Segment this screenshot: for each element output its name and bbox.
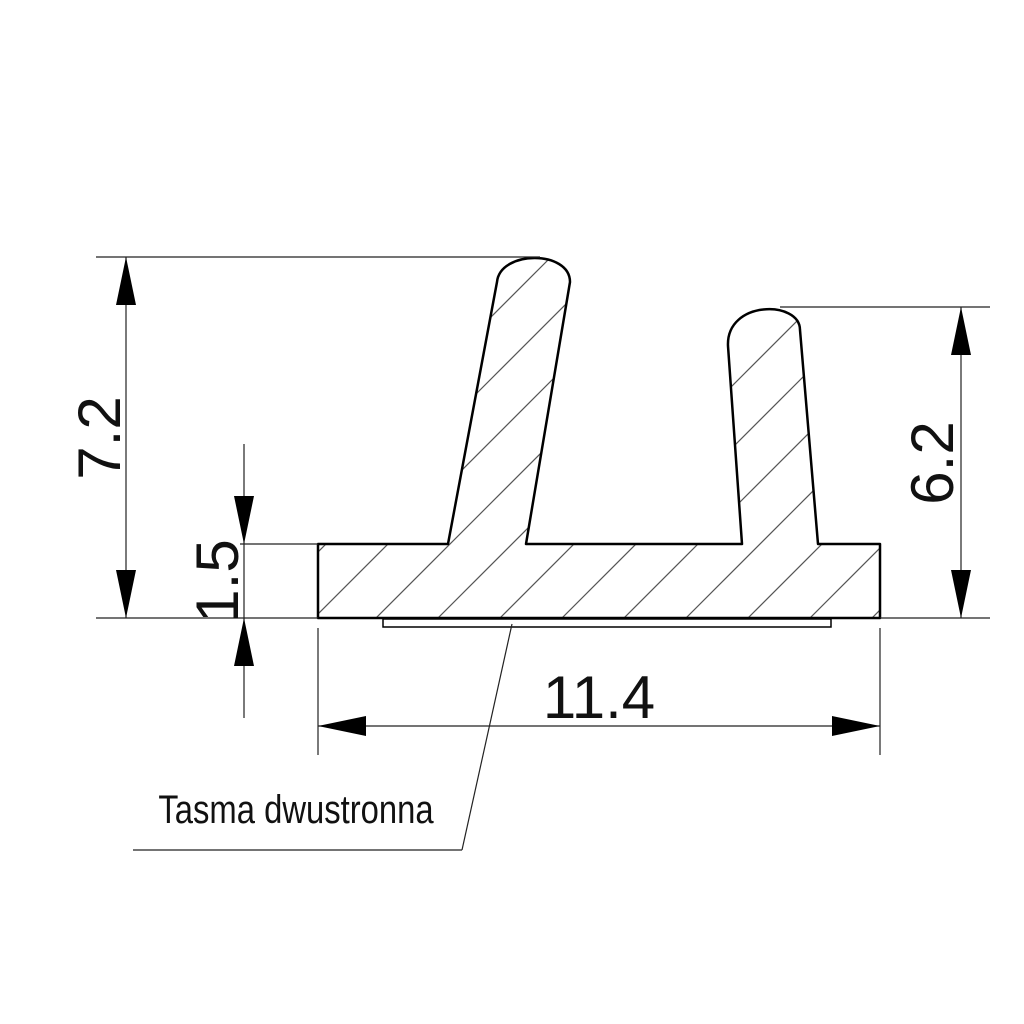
dimension-label-base-height: 1.5 xyxy=(184,539,251,622)
double-sided-tape xyxy=(382,618,832,628)
hatch-line xyxy=(529,258,880,618)
dimension-label-total-height: 7.2 xyxy=(66,396,133,479)
callout-leader: Tasma dwustronna xyxy=(133,623,513,851)
hatch-line xyxy=(715,258,880,618)
hatch-line xyxy=(777,258,880,618)
hatch-line xyxy=(318,258,621,618)
dimension-label-width: 11.4 xyxy=(543,664,655,731)
hatch-line xyxy=(964,250,1024,650)
dimension-base-height: 1.5 xyxy=(184,444,254,718)
dimension-width: 11.4 xyxy=(318,664,880,736)
hatch-line xyxy=(0,250,310,650)
extension-lines xyxy=(96,256,990,755)
hatch-line xyxy=(591,258,880,618)
dimension-total-height: 7.2 xyxy=(66,257,136,618)
hatch-line xyxy=(0,250,62,650)
dimension-label-right-leg-height: 6.2 xyxy=(899,421,966,504)
profile-outline xyxy=(316,256,882,620)
dimension-right-leg-height: 6.2 xyxy=(899,307,971,618)
hatch-line xyxy=(653,258,880,618)
hatch-line xyxy=(318,258,683,618)
hatch-line xyxy=(318,258,497,618)
hatch-line xyxy=(343,258,745,618)
hatch-line xyxy=(467,258,869,618)
callout-label: Tasma dwustronna xyxy=(158,787,434,832)
section-hatching xyxy=(0,250,1024,650)
